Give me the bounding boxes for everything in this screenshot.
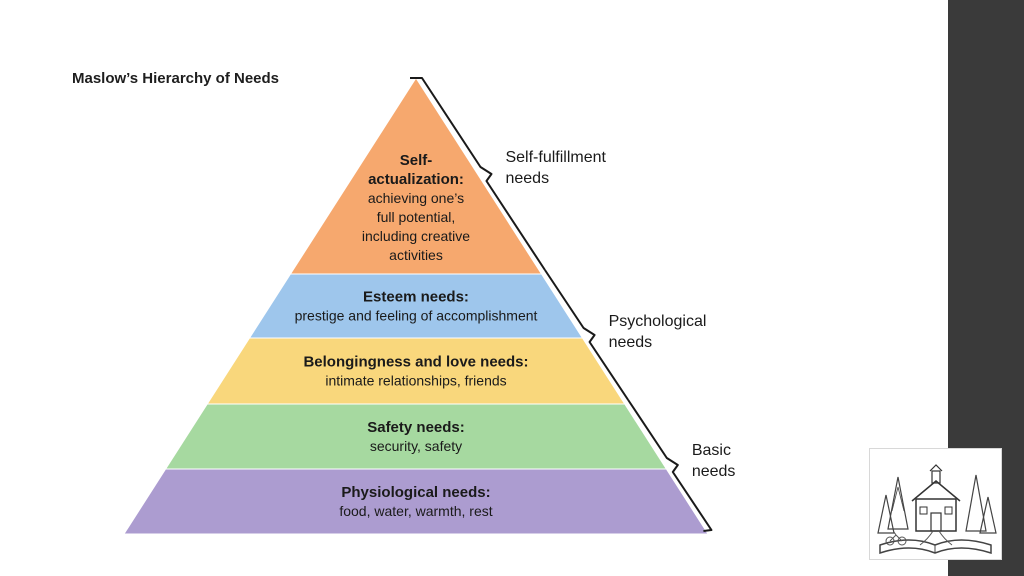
tier-safety-description: security, safety bbox=[370, 438, 462, 454]
tier-self-actualization-description: achieving one’s bbox=[368, 190, 464, 206]
tier-belonging-description: intimate relationships, friends bbox=[325, 373, 506, 389]
tier-esteem bbox=[248, 273, 584, 339]
bracket-psychological bbox=[544, 269, 630, 401]
tier-safety-title: Safety needs: bbox=[367, 419, 465, 436]
tier-safety bbox=[164, 403, 668, 470]
tier-esteem-title: Esteem needs: bbox=[363, 289, 469, 306]
schoolhouse-trees-book-logo-icon bbox=[877, 464, 997, 555]
group-label-self-fulfillment: needs bbox=[505, 170, 549, 187]
tier-physiological-title: Physiological needs: bbox=[341, 484, 490, 501]
group-label-psychological: needs bbox=[609, 334, 653, 351]
tier-self-actualization-description: activities bbox=[389, 247, 443, 263]
tier-self-actualization-description: including creative bbox=[362, 228, 470, 244]
bracket-self-fulfillment bbox=[410, 77, 546, 271]
slide-title: Maslow’s Hierarchy of Needs bbox=[72, 70, 280, 87]
tier-esteem-description: prestige and feeling of accomplishment bbox=[295, 308, 538, 324]
tier-self-actualization-title: Self- bbox=[400, 152, 433, 169]
tier-belonging-title: Belongingness and love needs: bbox=[303, 354, 528, 371]
tier-belonging bbox=[206, 337, 626, 405]
tier-physiological bbox=[123, 468, 709, 535]
school-logo bbox=[869, 448, 1002, 560]
group-label-self-fulfillment: Self-fulfillment bbox=[505, 149, 606, 166]
tier-physiological-description: food, water, warmth, rest bbox=[339, 503, 492, 519]
tier-self-actualization-description: full potential, bbox=[377, 209, 456, 225]
bracket-basic bbox=[627, 399, 713, 532]
tier-self-actualization-title: actualization: bbox=[368, 171, 464, 188]
group-label-psychological: Psychological bbox=[609, 313, 707, 330]
group-label-basic: Basic bbox=[692, 442, 731, 459]
group-label-basic: needs bbox=[692, 463, 736, 480]
